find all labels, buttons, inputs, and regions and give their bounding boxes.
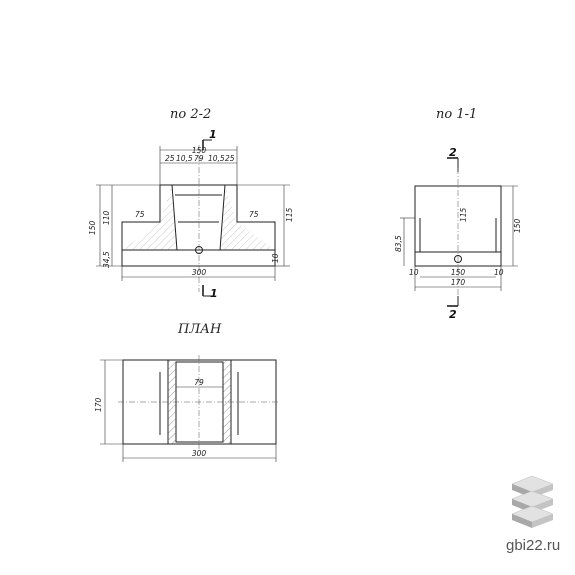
drain-hole-icon	[454, 255, 462, 263]
plan-wall-left	[168, 360, 176, 444]
dim-outer-width: 170	[451, 278, 466, 287]
watermark-text: gbi22.ru	[506, 537, 560, 554]
section-1-1-base	[414, 251, 502, 267]
flange-left-label: 75	[135, 210, 145, 219]
dim-height-upper: 110	[102, 210, 111, 225]
stacked-plates-logo-icon	[511, 475, 554, 528]
dim-height-right-base: 10	[271, 253, 280, 263]
left-wall-hatch	[122, 185, 177, 250]
dim-inner-width: 150	[451, 268, 466, 277]
dim-base-width: 300	[192, 268, 207, 277]
cut-label-1-top: 1	[209, 128, 217, 141]
plan-dim-height: 170	[94, 397, 103, 412]
plan-dim-width: 300	[192, 449, 207, 458]
plan-dim-inner: 79	[194, 378, 204, 387]
dim-height-base: 34,5	[102, 251, 111, 268]
flange-right-label: 75	[249, 210, 259, 219]
right-wall-hatch	[220, 185, 275, 250]
plan-view: ПЛАН 79 170 300	[94, 322, 280, 462]
section-1-1: по 1-1 2 115 83,5 150 10 10 150 170	[394, 107, 522, 321]
dim-side-left: 10	[409, 268, 419, 277]
section-2-2-base	[121, 249, 276, 267]
dim-left-height: 83,5	[394, 235, 403, 252]
dim-height-right: 115	[285, 207, 294, 222]
section-1-1-title: по 1-1	[436, 107, 477, 122]
plan-title: ПЛАН	[177, 322, 222, 337]
dim-height-total: 150	[88, 220, 97, 235]
section-2-2: по 2-2 1 150 25 10,5 79 10,5 25 75 75	[88, 107, 294, 300]
cut-label-2-bottom: 2	[449, 308, 457, 321]
dim-total-height: 150	[513, 218, 522, 233]
plan-wall-right	[223, 360, 231, 444]
watermark: gbi22.ru	[506, 475, 560, 554]
dim-part-2: 10,5	[176, 154, 193, 163]
dim-inner-height: 115	[459, 207, 468, 222]
cut-label-1-bottom: 1	[210, 287, 218, 300]
dim-side-right: 10	[494, 268, 504, 277]
section-2-2-title: по 2-2	[170, 107, 211, 122]
dim-part-5: 25	[225, 154, 235, 163]
cut-label-2-top: 2	[449, 146, 457, 159]
dim-part-4: 10,5	[208, 154, 225, 163]
dim-part-1: 25	[165, 154, 175, 163]
